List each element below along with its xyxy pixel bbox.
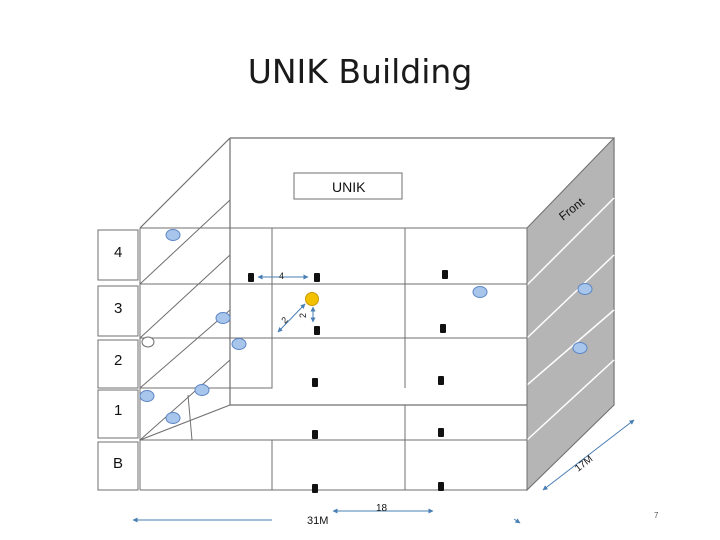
- access-point: [231, 338, 247, 350]
- right-side-wall: [526, 136, 615, 492]
- floor-label-4: 4: [114, 244, 122, 261]
- page-title: UNIK Building: [247, 52, 473, 91]
- sensor: [438, 482, 444, 491]
- sensors: [248, 270, 448, 493]
- access-point: [215, 312, 231, 324]
- page-number: 7: [654, 511, 659, 520]
- sensor: [314, 273, 320, 282]
- sensor: [312, 430, 318, 439]
- access-point: [139, 390, 155, 402]
- access-points: [139, 229, 593, 424]
- sensor: [442, 270, 448, 279]
- access-point: [577, 283, 593, 295]
- access-point: [165, 229, 181, 241]
- inner-room-outline: [140, 227, 273, 389]
- front-face-grid: [140, 227, 528, 491]
- floor-label-2: 2: [114, 352, 122, 369]
- distance-label-2a: 2: [279, 315, 290, 326]
- distance-label-4: 4: [279, 271, 284, 281]
- sensor: [440, 324, 446, 333]
- sensor: [248, 273, 254, 282]
- segment-label: 18: [376, 503, 388, 514]
- empty-access-point: [141, 336, 155, 348]
- floor-label-boxes: [97, 229, 139, 491]
- distance-arrows: [132, 274, 635, 524]
- access-point: [194, 384, 210, 396]
- width-label: 31M: [307, 515, 328, 527]
- right-wall-floor-lines: [526, 197, 615, 441]
- sensor: [438, 428, 444, 437]
- unik-sign-label: UNIK: [332, 179, 366, 195]
- unik-sign-box: [293, 172, 403, 200]
- floor-label-3: 3: [114, 300, 122, 317]
- sensor: [312, 378, 318, 387]
- target-position: [305, 292, 319, 306]
- distance-label-2b: 2: [298, 313, 308, 318]
- floor-label-1: 1: [114, 402, 122, 419]
- left-side-perspective: [139, 199, 231, 490]
- access-point: [572, 342, 588, 354]
- access-point: [472, 286, 488, 298]
- sensor: [314, 326, 320, 335]
- sensor: [438, 376, 444, 385]
- floor-label-b: B: [113, 455, 123, 472]
- access-point: [165, 412, 181, 424]
- sensor: [312, 484, 318, 493]
- depth-label: 17M: [573, 454, 595, 475]
